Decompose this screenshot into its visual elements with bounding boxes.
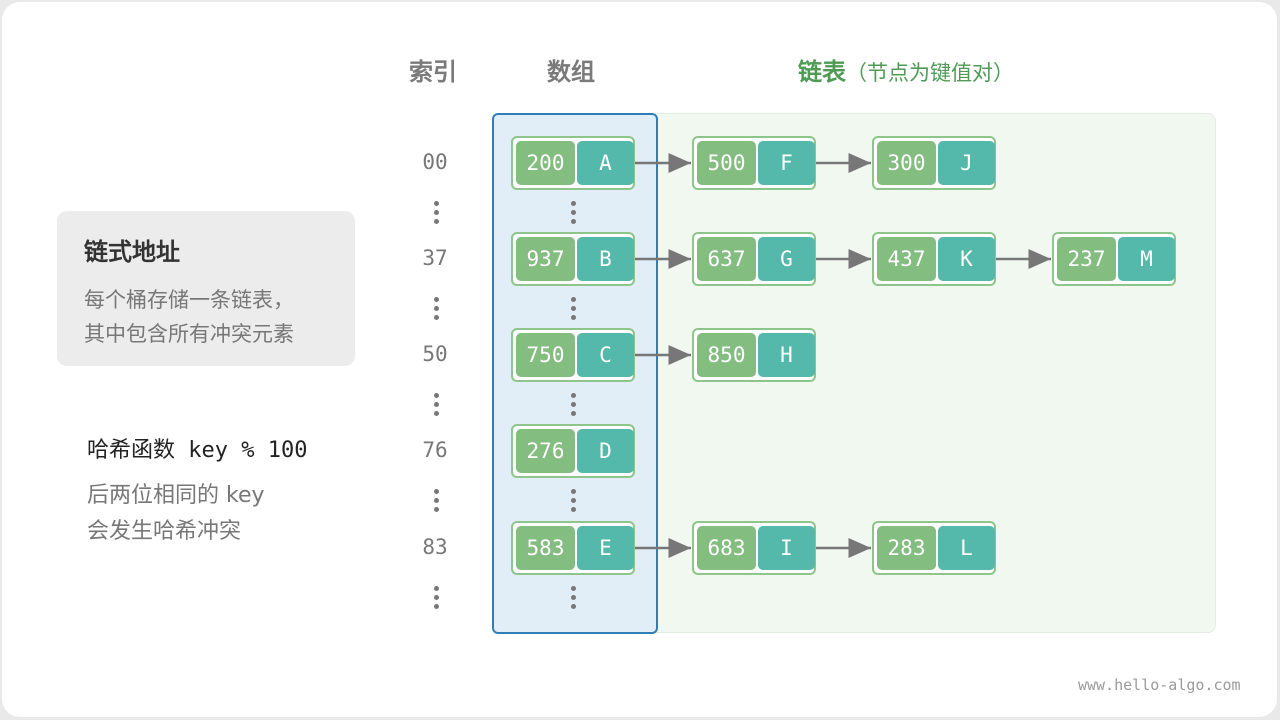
hash-function-title: 哈希函数 key % 100: [87, 438, 308, 463]
info-line-1: 每个桶存储一条链表，: [84, 288, 294, 312]
node-key: 683: [697, 526, 756, 570]
node-key: 237: [1057, 237, 1116, 281]
node-value: C: [577, 333, 634, 377]
node-key: 637: [697, 237, 756, 281]
info-box: [57, 211, 355, 366]
index-ellipsis: [434, 297, 440, 324]
index-header: 索引: [409, 58, 457, 86]
node-key: 583: [516, 526, 575, 570]
node-value: B: [577, 237, 634, 281]
node-key: 850: [697, 333, 756, 377]
bucket-index: 00: [422, 150, 448, 174]
array-ellipsis: [571, 489, 577, 516]
node-value: L: [938, 526, 995, 570]
node-value: A: [577, 141, 634, 185]
node-value: I: [758, 526, 815, 570]
array-ellipsis: [571, 201, 577, 228]
node-value: K: [938, 237, 995, 281]
node-key: 276: [516, 429, 575, 473]
bucket-index: 83: [422, 535, 448, 559]
array-ellipsis: [571, 586, 577, 613]
linked-list-title: 链表: [798, 58, 846, 86]
bucket-index: 50: [422, 342, 448, 366]
hash-line-1: 后两位相同的 key: [87, 483, 265, 508]
index-ellipsis: [434, 586, 440, 613]
node-key: 200: [516, 141, 575, 185]
node-key: 500: [697, 141, 756, 185]
node-value: H: [758, 333, 815, 377]
info-title: 链式地址: [84, 238, 180, 266]
node-key: 283: [877, 526, 936, 570]
array-header: 数组: [547, 58, 595, 86]
bucket-index: 37: [422, 246, 448, 270]
index-ellipsis: [434, 201, 440, 228]
node-value: G: [758, 237, 815, 281]
hash-line-2: 会发生哈希冲突: [87, 519, 242, 544]
linked-list-note: （节点为键值对）: [846, 61, 1014, 85]
node-value: D: [577, 429, 634, 473]
bucket-index: 76: [422, 438, 448, 462]
node-key: 300: [877, 141, 936, 185]
node-key: 750: [516, 333, 575, 377]
info-line-2: 其中包含所有冲突元素: [84, 322, 294, 346]
array-ellipsis: [571, 393, 577, 420]
node-value: F: [758, 141, 815, 185]
node-value: M: [1118, 237, 1175, 281]
array-ellipsis: [571, 297, 577, 324]
index-ellipsis: [434, 393, 440, 420]
index-ellipsis: [434, 489, 440, 516]
linked-list-header: 链表（节点为键值对）: [798, 52, 1014, 87]
node-value: J: [938, 141, 995, 185]
watermark: www.hello-algo.com: [1078, 676, 1241, 694]
node-key: 437: [877, 237, 936, 281]
node-value: E: [577, 526, 634, 570]
node-key: 937: [516, 237, 575, 281]
